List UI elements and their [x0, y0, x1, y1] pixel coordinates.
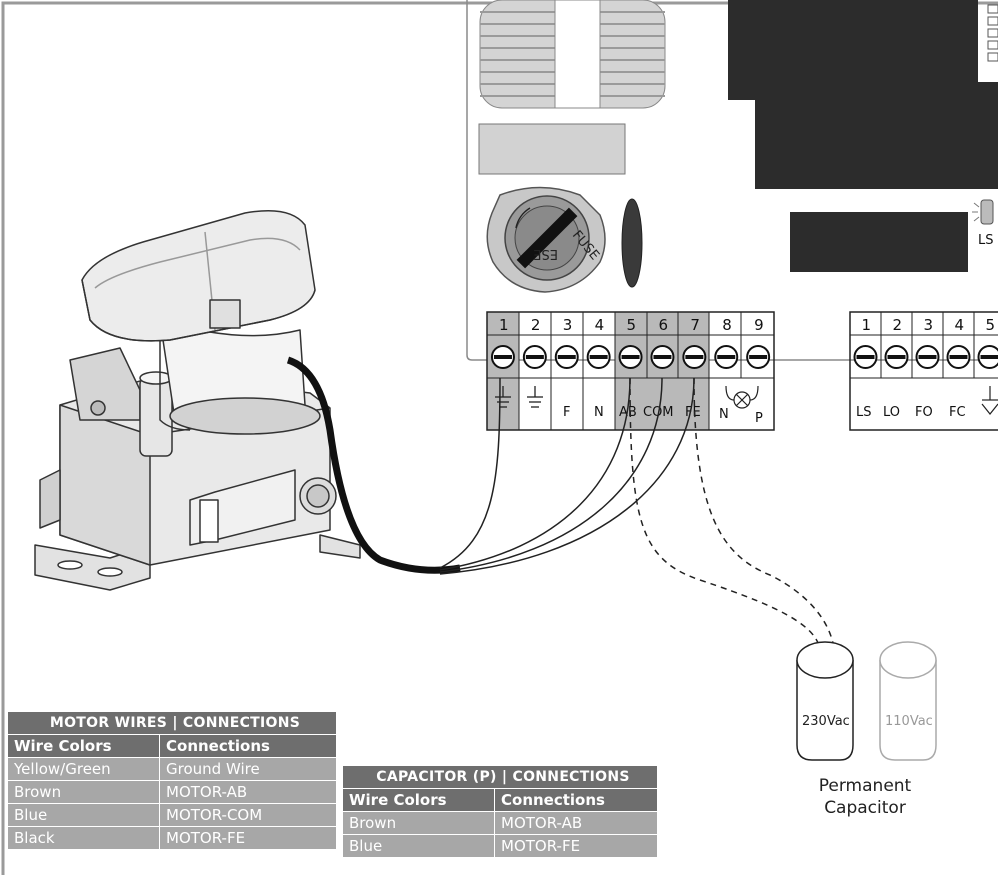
terminal-label-lo: LO [883, 405, 900, 420]
capacitor-wires [629, 377, 836, 661]
motor-table-header-colors: Wire Colors [7, 734, 160, 758]
capacitor-caption-line1: Permanent [818, 776, 912, 796]
terminal-number-right-2: 2 [893, 316, 903, 334]
terminal-screw-icon [884, 345, 909, 369]
terminal-screw-icon [554, 345, 579, 369]
relay-block-lower [755, 82, 998, 189]
capacitor-table: CAPACITOR (P) | CONNECTIONS Wire Colors … [342, 765, 658, 858]
terminal-number-left-4: 4 [595, 316, 605, 334]
fuse-holder: FUSE ESE [486, 186, 606, 293]
terminal-screw-icon [490, 345, 515, 369]
terminal-label-fc: FC [949, 405, 966, 420]
capacitor-caption: Permanent Capacitor [790, 775, 940, 819]
capacitor-230: 230Vac [796, 641, 854, 761]
terminal-number-right-3: 3 [924, 316, 934, 334]
terminal-screw-icon [853, 345, 878, 369]
terminal-screw-icon [586, 345, 611, 369]
capacitor-110-label: 110Vac [885, 714, 933, 729]
lamp-icon [725, 385, 759, 409]
terminal-number-left-8: 8 [722, 316, 732, 334]
motor-cable [286, 356, 695, 575]
ls-led-icon: LS [972, 199, 994, 248]
terminal-label-ls: LS [856, 405, 872, 420]
terminal-screw-icon [915, 345, 940, 369]
terminal-number-left-6: 6 [658, 316, 668, 334]
terminal-number-left-5: 5 [627, 316, 637, 334]
terminal-screw-icon [682, 345, 707, 369]
terminal-screw-icon [650, 345, 675, 369]
oval-component [621, 198, 643, 288]
common-ground-icon [981, 386, 998, 415]
terminal-number-left-9: 9 [754, 316, 764, 334]
capacitor-caption-line2: Capacitor [824, 798, 906, 818]
terminal-number-left-3: 3 [563, 316, 573, 334]
capacitor-table-title: CAPACITOR (P) | CONNECTIONS [342, 765, 658, 789]
terminal-number-right-4: 4 [955, 316, 965, 334]
svg-text:ESE: ESE [533, 246, 558, 261]
lamp-label-p: P [755, 411, 763, 426]
motor-table-header-connections: Connections [159, 734, 337, 758]
capacitor-230-label: 230Vac [802, 714, 850, 729]
terminal-screw-icon [618, 345, 643, 369]
terminal-label-n: N [594, 405, 604, 420]
capacitor-110: 110Vac [879, 641, 937, 761]
terminal-number-left-2: 2 [531, 316, 541, 334]
terminal-number-left-7: 7 [690, 316, 700, 334]
terminal-screw-icon [746, 345, 771, 369]
terminal-screw-icon [714, 345, 739, 369]
capacitor-table-header-connections: Connections [494, 788, 658, 812]
terminal-block-right: 1 2 3 4 5 LS LO FO FC [849, 311, 998, 431]
terminal-screw-icon [946, 345, 971, 369]
board-component [478, 123, 626, 175]
terminal-screw-icon [977, 345, 998, 369]
terminal-number-right-5: 5 [986, 316, 996, 334]
terminal-label-f: F [563, 405, 570, 420]
terminal-screw-icon [522, 345, 547, 369]
terminal-label-fo: FO [915, 405, 933, 420]
terminal-number-right-1: 1 [862, 316, 872, 334]
chip-block [790, 212, 968, 272]
motor-table-title: MOTOR WIRES | CONNECTIONS [7, 711, 337, 735]
lamp-label-n: N [719, 407, 729, 422]
gate-motor [34, 210, 361, 591]
control-board: FUSE ESE LS [466, 0, 998, 361]
capacitor-table-header-colors: Wire Colors [342, 788, 495, 812]
board-connector [479, 0, 666, 109]
pin-header [987, 4, 998, 62]
led-label: LS [978, 233, 994, 248]
terminal-label-fe: FE [685, 405, 701, 420]
motor-wires-table: MOTOR WIRES | CONNECTIONS Wire Colors Co… [7, 711, 337, 850]
terminal-number-left-1: 1 [499, 316, 509, 334]
